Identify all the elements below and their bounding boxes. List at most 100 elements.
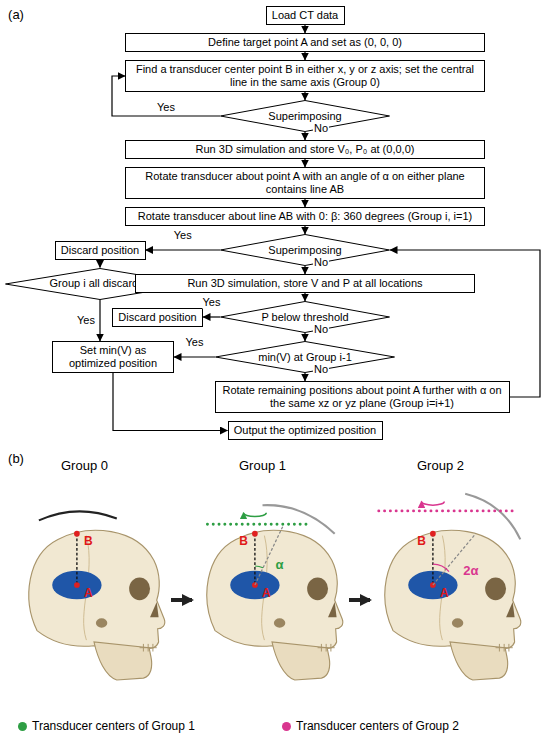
node-text: Discard position [117, 311, 198, 324]
legend-item: Transducer centers of Group 2 [282, 719, 459, 733]
flow-arrow [304, 333, 305, 341]
panel-label: (b) [8, 451, 24, 466]
process-box: Define target point A and set as (0, 0, … [125, 33, 485, 52]
rotation-arrow [244, 513, 267, 517]
group0-skull [29, 511, 165, 680]
node-text: Find a transducer center point B in eith… [130, 63, 480, 89]
point-label: B [239, 534, 248, 548]
flow-arrow [174, 356, 215, 357]
angle-label: 2α [463, 562, 478, 577]
decision-diamond: min(V) at Group i-1 [215, 341, 395, 373]
process-box: Run 3D simulation and store V₀, P₀ at (0… [125, 140, 485, 159]
diamond-shape [221, 101, 390, 132]
decision-diamond: Superimposing [220, 100, 390, 132]
node-text: Discard position [60, 244, 141, 257]
legend-text: Transducer centers of Group 1 [32, 719, 195, 733]
flow-arrow [304, 293, 305, 301]
flow-arrow [390, 250, 540, 397]
node-text: Rotate transducer about line AB with 0: … [130, 210, 480, 223]
transducer-arc [465, 494, 520, 540]
legend-text: Transducer centers of Group 2 [296, 719, 459, 733]
skull [207, 530, 343, 680]
edge-label: No [313, 363, 329, 376]
transducer-arc [39, 511, 117, 520]
process-box: Find a transducer center point B in eith… [125, 60, 485, 92]
rotated-axis [433, 534, 476, 585]
angle-arc [255, 566, 263, 568]
process-box: Discard position [55, 241, 146, 260]
node-text: Run 3D simulation, store V and P at all … [140, 277, 470, 290]
decision-diamond: Superimposing [220, 234, 390, 266]
node-text: min(V) at Group i-1 [258, 351, 352, 364]
process-box: Discard position [112, 308, 203, 327]
flow-arrow [304, 25, 305, 33]
legend-swatch [282, 722, 291, 731]
decision-diamond: P below threshold [220, 301, 390, 333]
edge-label: Yes [76, 314, 96, 327]
group-label: Group 1 [239, 458, 286, 473]
process-box: Output the optimized position [228, 421, 383, 440]
node-text: Define target point A and set as (0, 0, … [130, 36, 480, 49]
edge-label: Yes [173, 229, 193, 242]
flow-arrow [304, 226, 305, 234]
transducer-centers [207, 523, 308, 526]
process-box: Set min(V) as optimized position [52, 341, 174, 373]
rotated-axis [255, 525, 283, 585]
process-box: Run 3D simulation, store V and P at all … [135, 274, 475, 293]
transducer-arc [263, 505, 335, 534]
node-text: Superimposing [268, 110, 341, 123]
flow-arrow [113, 373, 228, 431]
point-label: B [84, 534, 93, 548]
node-text: Run 3D simulation and store V₀, P₀ at (0… [130, 143, 480, 156]
flow-arrow [146, 249, 221, 250]
node-text: Load CT data [271, 9, 340, 22]
angle-arc [433, 564, 449, 572]
flow-arrow [304, 92, 305, 100]
rotation-arrow [422, 501, 445, 505]
node-text: Output the optimized position [233, 424, 378, 437]
edge-label: Yes [202, 296, 222, 309]
transducer-centers [379, 509, 517, 512]
edge-label: Yes [156, 101, 176, 114]
flow-arrow [203, 316, 220, 317]
step-arrow [349, 598, 370, 602]
edge-label: Yes [185, 336, 205, 349]
diamond-shape [216, 342, 395, 373]
group2-skull [379, 494, 521, 680]
point-label: B [417, 534, 426, 548]
flow-arrow [304, 52, 305, 60]
node-text: P below threshold [261, 311, 348, 324]
node-text: Superimposing [268, 244, 341, 257]
diamond-shape [221, 235, 390, 266]
flow-arrow [304, 132, 305, 140]
process-box: Rotate remaining positions about point A… [215, 381, 510, 413]
skull [29, 530, 165, 680]
flow-arrow [304, 159, 305, 167]
skull [385, 530, 521, 680]
node-text: Rotate remaining positions about point A… [220, 384, 505, 410]
edge-label: No [313, 122, 329, 135]
edge-label: No [313, 323, 329, 336]
process-box: Rotate transducer about point A with an … [125, 167, 485, 199]
legend-item: Transducer centers of Group 1 [18, 719, 195, 733]
point-label: A [440, 586, 449, 600]
angle-label: α [276, 557, 284, 572]
edge-label: No [313, 256, 329, 269]
group1-skull [207, 505, 343, 680]
process-box: Load CT data [266, 6, 345, 25]
point-label: A [262, 586, 271, 600]
step-arrow [171, 598, 192, 602]
flow-arrow [304, 199, 305, 207]
flow-arrow [304, 373, 305, 381]
flow-arrow [304, 266, 305, 274]
group-label: Group 2 [417, 458, 464, 473]
group-label: Group 0 [61, 458, 108, 473]
flow-arrow [99, 260, 100, 268]
diamond-shape [221, 302, 390, 333]
panel-label: (a) [8, 7, 24, 22]
node-text: Set min(V) as optimized position [57, 344, 169, 370]
node-text: Rotate transducer about point A with an … [130, 170, 480, 196]
process-box: Rotate transducer about line AB with 0: … [125, 207, 485, 226]
flow-arrow [99, 300, 100, 342]
point-label: A [84, 586, 93, 600]
